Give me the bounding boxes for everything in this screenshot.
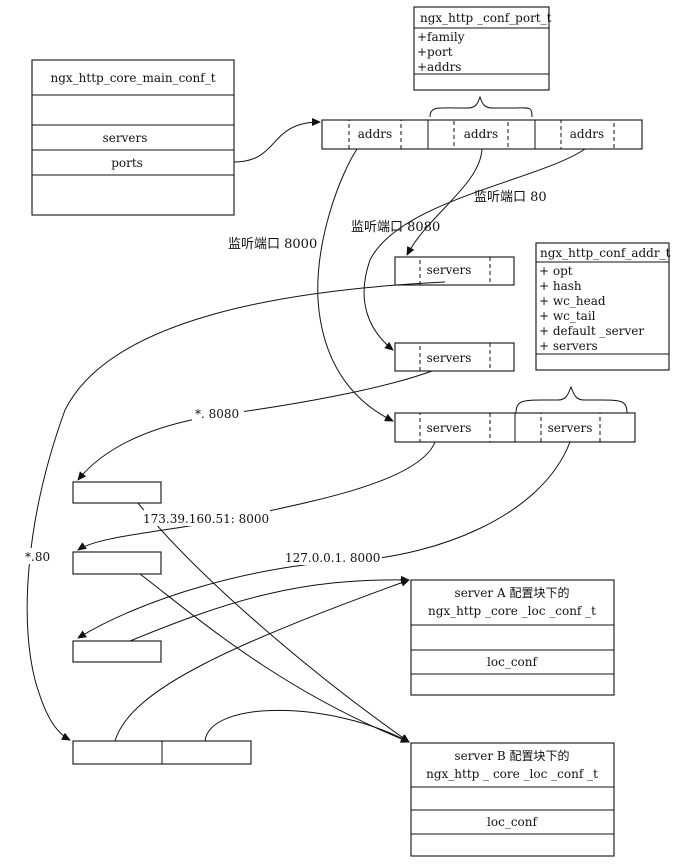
servers-array-port80: servers (394, 342, 515, 372)
core-main-conf-title: ngx_http_core_main_conf_t (50, 71, 215, 85)
conf-addr-brace (515, 385, 628, 414)
conf-addr-field-opt: + opt (539, 264, 573, 278)
servers-array-port8080: servers (394, 256, 515, 286)
edge-addrs2-to-servers8080 (406, 148, 483, 256)
servers-cell-80: servers (427, 351, 472, 365)
core-main-conf-ports: ports (111, 156, 143, 170)
addr-box-star8080 (72, 481, 162, 504)
server-a-loc-conf-box: server A 配置块下的 ngx_http _core _loc _conf… (410, 579, 615, 696)
server-b-loc-conf: loc_conf (487, 815, 538, 829)
edge-ip127-to-server-a (129, 575, 410, 642)
servers-cell-8000-a: servers (427, 421, 472, 435)
edge-star80b-to-server-b (204, 709, 410, 743)
server-b-title-1: server B 配置块下的 (454, 748, 569, 763)
label-port8000: 监听端口 8000 (228, 237, 317, 252)
conf-addr-field-default-server: + default _server (539, 324, 644, 338)
edge-star80-to-server-a (114, 578, 410, 742)
addrs-array: addrs addrs addrs (321, 119, 643, 150)
conf-addr-field-servers: + servers (539, 339, 598, 353)
addr-box-star80 (72, 740, 252, 765)
conf-addr-field-wc-head: + wc_head (539, 294, 606, 308)
conf-addr-title: ngx_http_conf_addr_t (540, 246, 671, 260)
label-star8080: *. 8080 (195, 407, 239, 421)
label-port80: 监听端口 80 (474, 190, 547, 205)
conf-port-brace (429, 95, 533, 118)
server-a-title-1: server A 配置块下的 (455, 585, 570, 600)
addrs-cell-1: addrs (358, 127, 392, 141)
label-ip127: 127.0.0.1. 8000 (285, 551, 380, 565)
label-star80: *.80 (25, 550, 50, 564)
server-b-title-2: ngx_http _ core _loc _conf _t (426, 767, 598, 781)
edge-addrs1-to-servers8000 (317, 148, 394, 422)
servers-cell-8080: servers (427, 263, 472, 277)
server-b-loc-conf-box: server B 配置块下的 ngx_http _ core _loc _con… (410, 742, 615, 857)
edge-addrs3-to-servers80 (363, 148, 586, 351)
edge-servers8080-to-star80 (26, 281, 446, 741)
addrs-cell-2: addrs (464, 127, 498, 141)
edge-servers80-to-star8080 (77, 370, 433, 481)
conf-addr-box: ngx_http_conf_addr_t + opt + hash + wc_h… (535, 242, 671, 371)
edge-star8080-to-server-b (137, 502, 410, 743)
server-a-title-2: ngx_http _core _loc _conf _t (428, 604, 596, 618)
conf-port-title: ngx_http _conf_port_t (420, 11, 552, 25)
conf-port-field-family: +family (417, 30, 465, 44)
servers-cell-8000-b: servers (548, 421, 593, 435)
conf-addr-field-wc-tail: + wc_tail (539, 309, 596, 323)
conf-port-field-addrs: +addrs (417, 60, 461, 74)
label-bg-ip173 (140, 510, 270, 526)
label-bg-star80 (22, 548, 56, 564)
edge-ip173-to-server-b (139, 573, 410, 743)
addr-box-ip127 (72, 640, 162, 663)
addr-box-ip173 (72, 551, 162, 575)
label-bg-star8080 (192, 405, 244, 421)
core-main-conf-box: ngx_http_core_main_conf_t servers ports (31, 59, 235, 216)
addrs-cell-3: addrs (570, 127, 604, 141)
label-bg-ip127 (282, 549, 382, 565)
servers-array-port8000: servers servers (394, 412, 636, 443)
conf-addr-field-hash: + hash (539, 279, 582, 293)
conf-port-field-port: +port (417, 45, 453, 59)
edge-ports-to-addrs (233, 118, 321, 163)
label-port8080: 监听端口 8080 (351, 220, 440, 235)
label-ip173: 173.39.160.51: 8000 (143, 512, 269, 526)
server-a-loc-conf: loc_conf (487, 655, 538, 669)
core-main-conf-servers: servers (103, 131, 148, 145)
conf-port-box: ngx_http _conf_port_t +family +port +add… (413, 6, 552, 91)
